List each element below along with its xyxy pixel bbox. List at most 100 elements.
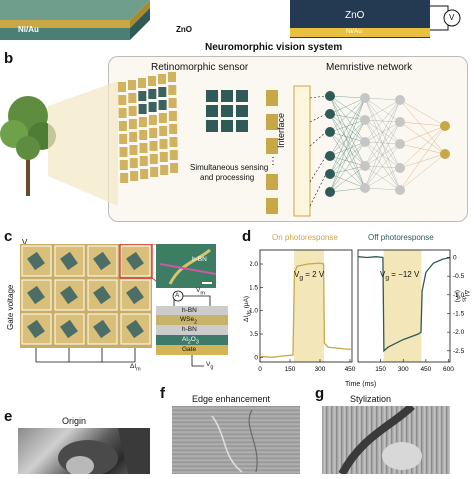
sensor-pixel [118,95,127,105]
sensor-pixel [148,76,156,86]
sensor-pixel [139,130,148,140]
y-tick-label: 0 [254,354,258,361]
transistor-icon [126,285,144,305]
network-title: Memristive network [326,62,413,73]
micrograph-label: h-BN [192,256,207,263]
x-tick-label: 300 [315,366,326,373]
output-tile [266,90,278,106]
sensor-pixel [119,134,128,144]
stylized-image [322,403,450,476]
sensor-pixel [149,141,158,151]
sensor-pixel [168,72,176,82]
sensor-pixel [159,152,168,162]
memristive-network [309,91,450,207]
sensor-pixel [128,106,137,116]
neuron-hidden [360,115,370,125]
sensor-pixel [169,124,178,134]
layer-stack [156,290,228,367]
y-tick-label: 0.5 [250,331,258,338]
niau-label-right: Ni/Au [346,28,362,35]
synapse-line [329,131,366,143]
sensor-pixel [148,102,157,112]
synapse-line [329,97,366,193]
synapse-line [329,165,366,175]
feature-pixel [236,105,248,117]
sensing-note-line1: Simultaneous sensing [190,163,269,172]
niau-layer [290,28,430,37]
synapse-line [364,97,401,101]
neuron-hidden [360,161,370,171]
sensor-pixel [118,108,127,118]
tile-column: ⋮ [266,90,278,214]
output-tile [266,174,278,190]
sensor-pixel [159,139,168,149]
pixel-array-circuit [20,244,217,363]
on-response-title: On photoresponse [272,233,338,242]
y-tick-label: 0 [453,254,457,261]
light-beam [48,81,118,206]
feature-pixel [221,90,233,102]
device-3d-illustration [0,0,150,40]
feature-pixel [206,90,218,102]
sensor-pixel [158,100,167,110]
sensor-pixel [169,150,178,160]
zno-label-left: ZnO [176,25,192,34]
neuron-input [325,109,335,119]
neuron-hidden [395,139,405,149]
layer-gate: Gate [182,346,197,353]
stylized-texture [338,403,422,476]
sensor-pixel [128,119,137,129]
synapse-line [329,119,366,133]
plot-frame [357,249,451,363]
synapse-line [399,125,446,169]
illumination-shade [383,250,422,362]
x-tick-label: 450 [345,366,356,373]
voltmeter-circuit [430,5,461,31]
x-tick-label: 0 [258,366,262,373]
sensor-pixel [128,80,136,90]
synapse-line [399,99,446,155]
sensor-pixel [168,98,177,108]
synapse-line [399,125,446,191]
sensor-pixel [139,156,148,166]
synapse-line [329,113,366,143]
transistor-icon [27,285,45,305]
synapse-line [399,121,446,155]
panel-f-label: f [160,385,165,402]
interface-link [309,95,327,99]
sensor-pixel [138,104,147,114]
synapse-line [329,95,366,99]
transistor-icon [126,251,144,271]
synapse-line [364,121,401,143]
portrait-shapes [58,428,150,476]
sensor-pixel [130,171,139,181]
time-xlabel: Time (ms) [345,381,377,388]
x-tick-label: 600 [443,366,454,373]
sensor-pixel [148,115,157,125]
synapse-line [329,141,366,175]
synapse-line [364,165,401,169]
sensor-pixel [158,113,167,123]
output-tile [266,198,278,214]
y-tick-label: -1.5 [453,310,465,317]
y-tick-label: -0.5 [453,273,465,280]
transistor-icon [60,319,78,339]
feature-pixel [206,105,218,117]
neuron-hidden [360,137,370,147]
sensor-pixel [129,132,138,142]
edge-texture [211,409,258,473]
transistor-icon [93,285,111,305]
panel-b-graphics: ⋮ [0,72,450,217]
synapse-line [329,119,366,193]
sensor-pixel [158,74,166,84]
sensor-pixel [138,91,147,101]
neuron-hidden [360,183,370,193]
sensor-pixel [149,128,158,138]
tree-icon [0,96,56,196]
neuron-hidden [395,95,405,105]
y-tick-label: -1.0 [453,292,465,299]
sensor-pixel [169,137,178,147]
feature-map [206,90,248,132]
synapse-line [329,187,366,193]
